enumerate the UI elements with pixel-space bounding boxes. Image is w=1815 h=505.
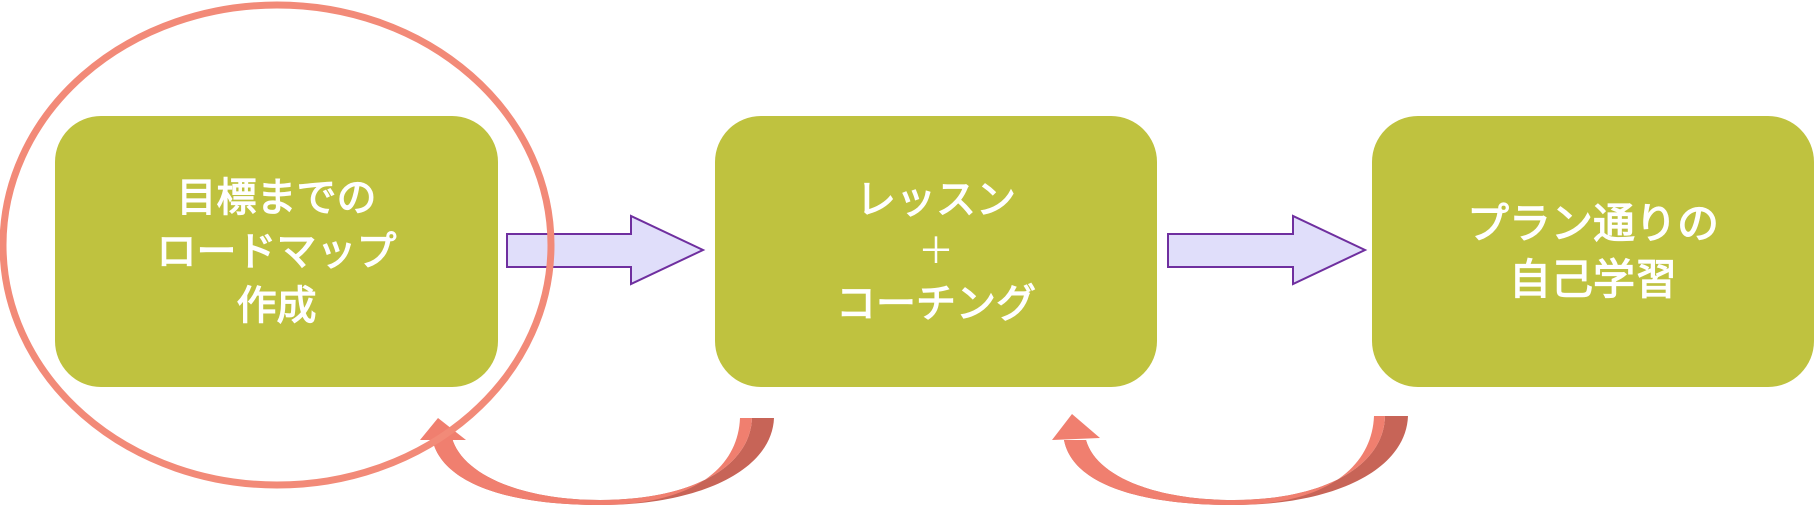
curved-arrow-face [1064, 416, 1385, 505]
curved-arrow-icon [420, 418, 774, 505]
right-arrow-icon [506, 214, 706, 286]
step-box-roadmap: 目標までの ロードマップ 作成 [55, 116, 498, 387]
curved-arrow-head [420, 418, 466, 440]
step-2-line-3: コーチング [836, 280, 1036, 327]
step-3-line-2: 自己学習 [1508, 254, 1677, 304]
step-3-line-1: プラン通りの [1466, 198, 1719, 248]
curved-arrow-head [1052, 414, 1100, 440]
step-1-line-2: ロードマップ [156, 228, 397, 275]
curved-arrow-face [432, 418, 752, 505]
curved-arrow-body [1064, 416, 1408, 505]
step-box-lesson-coaching: レッスン ＋ コーチング [715, 116, 1157, 387]
step-1-line-1: 目標までの [176, 174, 377, 221]
step-2-line-1: レッスン [856, 176, 1016, 223]
right-arrow-icon [1167, 214, 1368, 286]
step-box-self-study: プラン通りの 自己学習 [1372, 116, 1814, 387]
curved-arrow-icon [1052, 414, 1408, 505]
step-2-line-2: ＋ [917, 230, 954, 272]
step-1-line-3: 作成 [236, 282, 317, 329]
curved-arrow-body [432, 418, 774, 505]
